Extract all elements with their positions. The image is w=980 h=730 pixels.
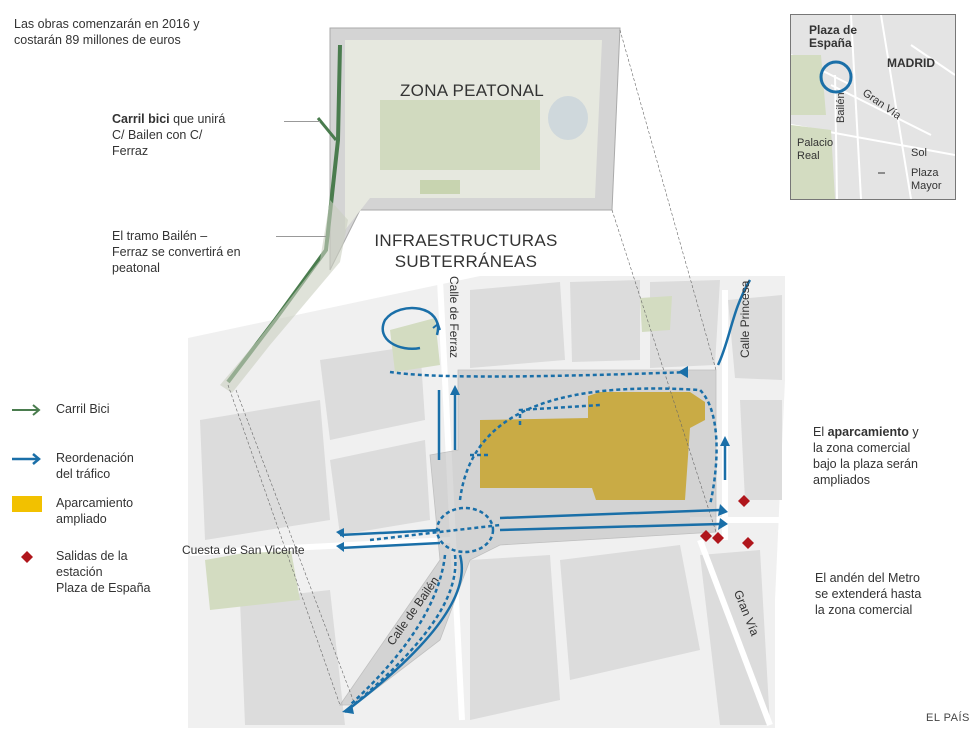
- city-blocks: [200, 280, 782, 725]
- legend-item-traffic: Reordenación del tráfico: [12, 450, 134, 482]
- inset-city-label: MADRID: [887, 56, 935, 70]
- blue-arrow-icon: [12, 450, 44, 468]
- parking-area: [480, 392, 705, 500]
- connecting-street: [220, 200, 348, 393]
- inset-bailen-label: Bailén: [835, 92, 847, 123]
- traffic-routes-dashed: [344, 370, 718, 713]
- legend-item-bike: Carril Bici: [12, 401, 109, 419]
- legend-item-exits: Salidas de la estación Plaza de España: [12, 548, 151, 596]
- legend-item-parking: Aparcamiento ampliado: [12, 495, 133, 527]
- underground-title: INFRAESTRUCTURAS SUBTERRÁNEAS: [374, 231, 558, 271]
- inset-mayor-label: Plaza Mayor: [911, 167, 942, 192]
- inset-plaza-label: Plaza de España: [809, 23, 858, 50]
- parking-annotation: El aparcamiento y la zona comercial bajo…: [813, 425, 919, 487]
- yellow-box-icon: [12, 495, 44, 513]
- inset-palacio-label: Palacio Real: [797, 137, 834, 162]
- street-label-princesa: Calle Princesa: [738, 280, 752, 358]
- traffic-arrowheads: [336, 366, 730, 714]
- bike-annotation: Carril bici que unirá C/ Bailen con C/ F…: [112, 112, 226, 158]
- plaza-espana-marker: [819, 60, 853, 94]
- header-note: Las obras comenzarán en 2016 y costarán …: [14, 17, 200, 47]
- park-areas: [205, 296, 672, 610]
- red-diamond-icon: [12, 548, 44, 566]
- street-label-san-vicente: Cuesta de San Vicente: [182, 543, 305, 557]
- projection-lines: [227, 29, 717, 706]
- traffic-routes: [339, 279, 752, 713]
- metro-annotation: El andén del Metro se extenderá hasta la…: [815, 571, 922, 617]
- segment-annotation: El tramo Bailén – Ferraz se convertirá e…: [112, 229, 241, 275]
- credit-label: EL PAÍS: [926, 712, 970, 724]
- metro-exits: [700, 495, 754, 549]
- pedestrian-zone-title: ZONA PEATONAL: [400, 81, 545, 100]
- green-arrow-icon: [12, 401, 44, 419]
- segment-leader-line: [276, 236, 326, 237]
- street-label-ferraz: Calle de Ferraz: [447, 276, 461, 359]
- inset-sol-label: Sol: [911, 147, 927, 159]
- bike-leader-line: [284, 121, 320, 122]
- locator-map: Plaza de España MADRID Gran Vía Bailén P…: [790, 14, 956, 200]
